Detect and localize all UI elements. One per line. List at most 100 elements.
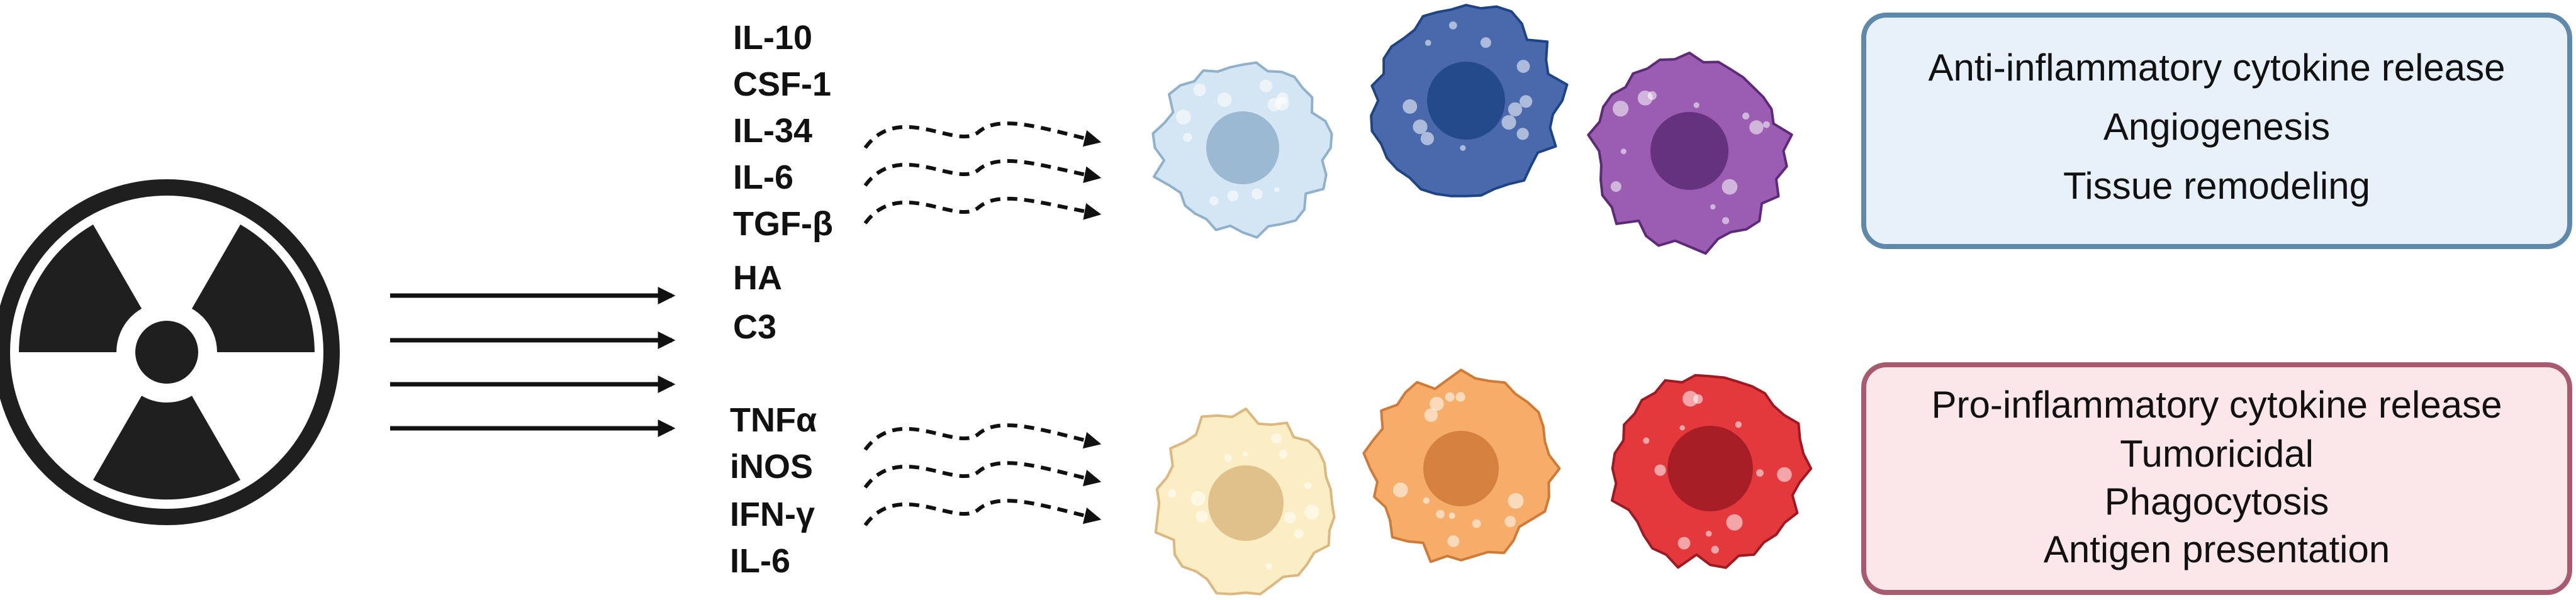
outcome-label: Antigen presentation bbox=[2044, 528, 2390, 570]
purple-macrophage-icon bbox=[1587, 52, 1793, 255]
anti-inflammatory-box: Anti-inflammatory cytokine release Angio… bbox=[1861, 13, 2572, 249]
cytokine-label: IL-10 bbox=[733, 19, 812, 57]
cell-vesicle bbox=[1620, 148, 1627, 155]
cell-vesicle bbox=[1176, 109, 1191, 125]
outcome-label: Phagocytosis bbox=[2105, 481, 2329, 523]
cell-vesicle bbox=[1252, 188, 1263, 199]
cell-vesicle bbox=[1508, 102, 1523, 117]
cell-vesicle bbox=[1430, 396, 1444, 411]
cell-vesicle bbox=[1420, 131, 1434, 145]
dashed-arrow bbox=[863, 196, 1102, 225]
cell-vesicle bbox=[1304, 482, 1311, 490]
cell-vesicle bbox=[1209, 196, 1219, 206]
dashed-arrow bbox=[863, 423, 1102, 451]
cell-vesicle bbox=[1271, 433, 1282, 444]
orange-macrophage-icon bbox=[1362, 369, 1561, 564]
cell-vesicle bbox=[1693, 102, 1700, 108]
cell-vesicle bbox=[1735, 421, 1742, 428]
cell-vesicle bbox=[1501, 115, 1516, 130]
cell-nucleus bbox=[1423, 431, 1499, 506]
cell-vesicle bbox=[1447, 535, 1460, 547]
cell-vesicle bbox=[1763, 121, 1770, 128]
cytokine-label: IL-6 bbox=[730, 542, 790, 580]
cell-vesicle bbox=[1710, 204, 1716, 210]
cell-vesicle bbox=[1260, 79, 1272, 92]
cell-vesicle bbox=[1445, 392, 1455, 402]
cytokine-label: iNOS bbox=[730, 448, 813, 486]
cell-vesicle bbox=[1448, 21, 1457, 30]
cell-vesicle bbox=[1217, 92, 1232, 107]
cell-vesicle bbox=[1472, 519, 1481, 528]
cell-vesicle bbox=[1413, 119, 1428, 135]
red-macrophage-icon bbox=[1611, 374, 1813, 569]
cell-vesicle bbox=[1196, 510, 1208, 523]
cell-vesicle bbox=[1424, 408, 1438, 422]
cell-vesicle bbox=[1403, 99, 1418, 114]
cell-vesicle bbox=[1294, 529, 1304, 539]
cell-vesicle bbox=[1425, 40, 1431, 46]
cell-nucleus bbox=[1206, 111, 1279, 184]
dashed-arrows-bottom bbox=[863, 423, 1102, 526]
pro-inflammatory-box-frame bbox=[1861, 362, 2572, 595]
cytokine-label: C3 bbox=[733, 308, 776, 346]
cytokine-list-bottom: TNFα iNOS IFN-γ IL-6 bbox=[730, 401, 817, 580]
cytokine-label: HA bbox=[733, 259, 782, 297]
straight-arrows bbox=[390, 287, 676, 437]
dashed-arrow bbox=[863, 159, 1102, 187]
cell-vesicle bbox=[1722, 179, 1738, 195]
cell-vesicle bbox=[1613, 101, 1629, 117]
cell-vesicle bbox=[1190, 491, 1206, 506]
radiation-symbol-icon bbox=[0, 179, 340, 525]
cell-vesicle bbox=[1777, 467, 1792, 482]
cell-vesicle bbox=[1167, 489, 1177, 498]
cytokine-label: CSF-1 bbox=[733, 65, 831, 103]
dashed-arrow bbox=[863, 461, 1102, 489]
cytokine-label: IL-34 bbox=[733, 112, 812, 150]
dashed-arrows-top bbox=[863, 121, 1102, 225]
cell-nucleus bbox=[1650, 112, 1728, 190]
cell-vesicle bbox=[1711, 545, 1719, 554]
cell-vesicle bbox=[1279, 450, 1288, 458]
cell-vesicle bbox=[1756, 469, 1764, 477]
cytokine-label: IL-6 bbox=[733, 158, 793, 196]
cell-vesicle bbox=[1284, 511, 1296, 524]
cell-vesicle bbox=[1749, 120, 1764, 135]
cell-vesicle bbox=[1516, 128, 1529, 140]
cell-vesicle bbox=[1643, 437, 1650, 444]
cytokine-label: IFN-γ bbox=[730, 496, 815, 533]
pale-yellow-macrophage-icon bbox=[1154, 408, 1336, 596]
cell-vesicle bbox=[1227, 190, 1239, 202]
cytokine-list-top: IL-10 CSF-1 IL-34 IL-6 TGF-β HA C3 bbox=[733, 19, 833, 346]
cell-vesicle bbox=[1682, 391, 1698, 407]
blue-macrophage-icon bbox=[1370, 4, 1569, 197]
cell-vesicle bbox=[1637, 91, 1653, 106]
cell-nucleus bbox=[1667, 426, 1753, 511]
cell-vesicle bbox=[1267, 97, 1281, 111]
dashed-arrow bbox=[863, 499, 1102, 526]
cell-vesicle bbox=[1679, 425, 1685, 431]
cell-vesicle bbox=[1516, 60, 1530, 73]
cell-vesicle bbox=[1448, 512, 1455, 519]
cell-vesicle bbox=[1274, 187, 1280, 192]
cell-vesicle bbox=[1610, 181, 1621, 192]
cell-vesicle bbox=[1423, 497, 1430, 504]
cytokine-label: TGF-β bbox=[733, 205, 833, 243]
cell-vesicle bbox=[1520, 95, 1533, 108]
cell-vesicle bbox=[1182, 133, 1192, 142]
dashed-arrow bbox=[863, 121, 1102, 149]
outcome-label: Tumoricidal bbox=[2120, 433, 2314, 475]
cell-vesicle bbox=[1193, 84, 1206, 96]
macrophage-cells bbox=[1151, 4, 1813, 596]
anti-inflammatory-box-frame bbox=[1861, 13, 2572, 249]
cell-vesicle bbox=[1480, 37, 1491, 48]
cell-vesicle bbox=[1654, 464, 1666, 476]
outcome-label: Tissue remodeling bbox=[2063, 165, 2370, 207]
cell-vesicle bbox=[1705, 530, 1712, 537]
outcome-label: Anti-inflammatory cytokine release bbox=[1928, 47, 2505, 89]
cell-vesicle bbox=[1224, 454, 1232, 462]
cell-vesicle bbox=[1460, 145, 1466, 151]
light-blue-macrophage-icon bbox=[1151, 61, 1333, 239]
cell-vesicle bbox=[1504, 516, 1516, 528]
cell-vesicle bbox=[1722, 217, 1730, 225]
